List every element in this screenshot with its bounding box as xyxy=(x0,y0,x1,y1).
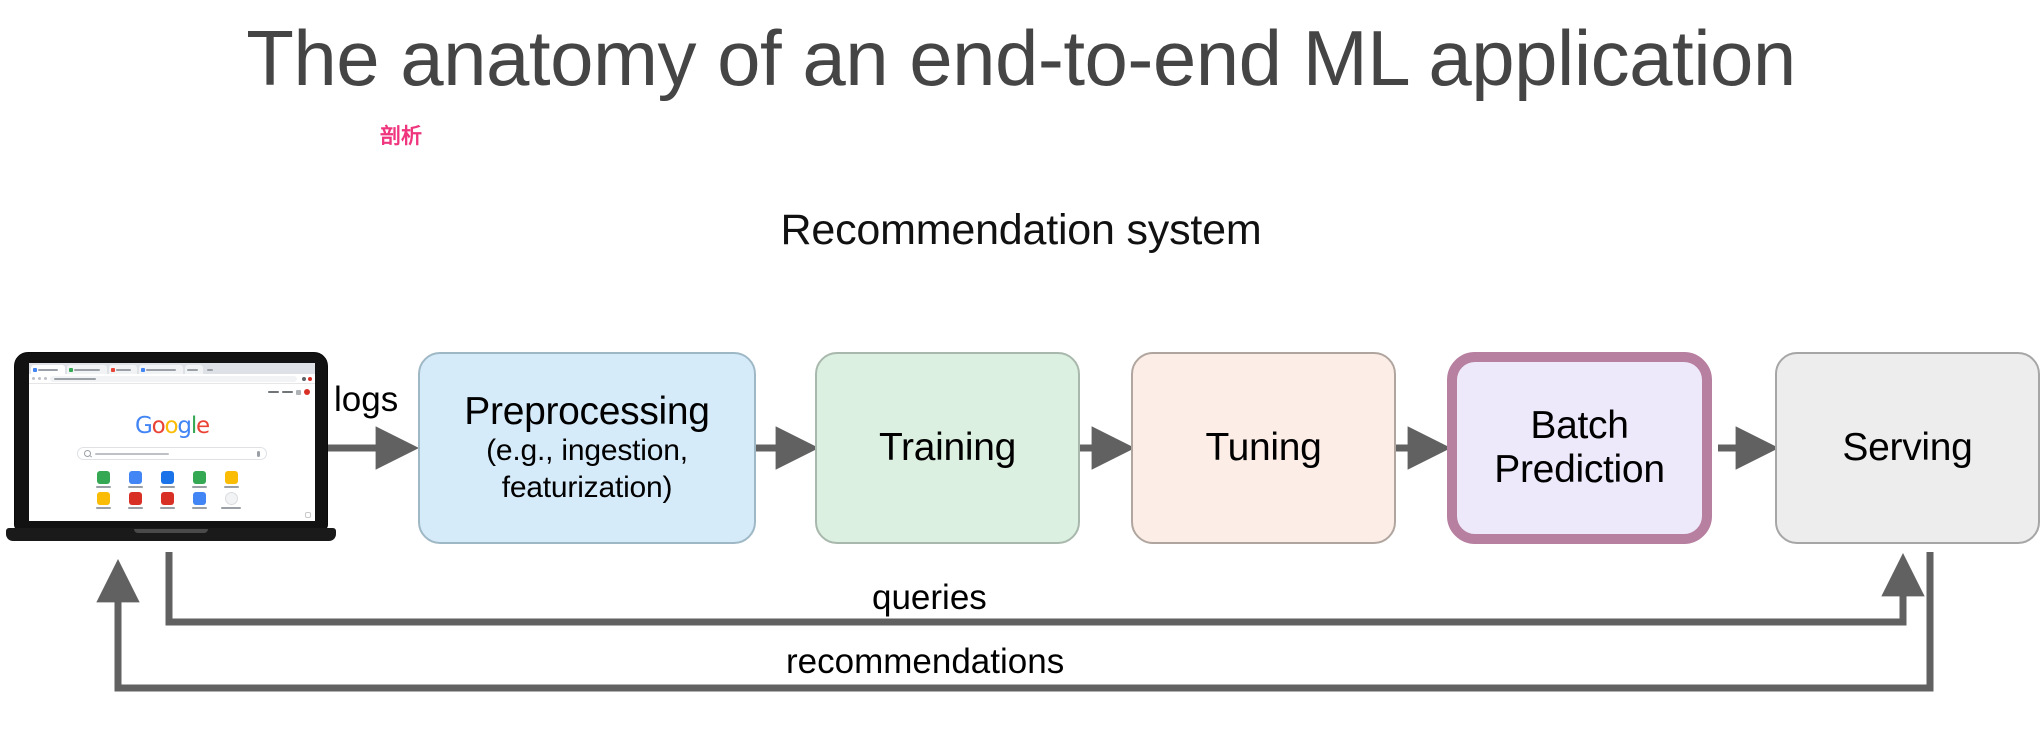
stage-training[interactable]: Training xyxy=(815,352,1080,544)
search-icon xyxy=(84,450,91,457)
laptop-screen: Google xyxy=(29,363,315,521)
new-tab-button[interactable] xyxy=(205,365,219,374)
stage-title: Tuning xyxy=(1205,426,1322,470)
browser-tab[interactable] xyxy=(139,365,183,374)
stage-preprocessing[interactable]: Preprocessing (e.g., ingestion, featuriz… xyxy=(418,352,756,544)
shortcut-tile[interactable] xyxy=(155,471,179,488)
stage-title-line2: Prediction xyxy=(1494,448,1665,491)
browser-tab[interactable] xyxy=(109,365,137,374)
browser-address-bar[interactable] xyxy=(29,374,315,384)
stage-title: Training xyxy=(878,426,1017,470)
shortcut-tile[interactable] xyxy=(187,492,211,509)
google-header-links xyxy=(268,389,310,395)
browser-tab[interactable] xyxy=(67,365,107,374)
extensions-icon[interactable] xyxy=(302,377,306,381)
stage-serving[interactable]: Serving xyxy=(1775,352,2040,544)
laptop-trackpad-notch xyxy=(134,529,208,533)
tab-title xyxy=(74,368,100,371)
stage-title: Serving xyxy=(1842,426,1973,470)
images-link[interactable] xyxy=(282,391,293,393)
back-icon[interactable] xyxy=(32,377,35,380)
apps-grid-icon[interactable] xyxy=(296,389,301,395)
edge-label-queries: queries xyxy=(872,578,987,617)
tab-title xyxy=(187,368,198,371)
stage-subtitle-line1: (e.g., ingestion, xyxy=(486,434,688,468)
search-placeholder xyxy=(95,452,169,455)
add-shortcut-button[interactable] xyxy=(219,492,243,509)
shortcut-tile[interactable] xyxy=(123,492,147,509)
stage-batch-prediction[interactable]: Batch Prediction xyxy=(1447,352,1712,544)
edge-label-recommendations: recommendations xyxy=(786,642,1065,681)
title-annotation: 剖析 xyxy=(380,125,422,148)
browser-toolbar-icons xyxy=(302,377,312,381)
google-logo: Google xyxy=(135,413,210,439)
tab-favicon-icon xyxy=(111,367,115,372)
laptop-lid: Google xyxy=(14,352,328,530)
page-subtitle: Recommendation system xyxy=(780,206,1262,254)
browser-tab[interactable] xyxy=(185,365,203,374)
google-search-box[interactable] xyxy=(77,447,267,460)
url-text xyxy=(54,377,96,380)
edge-label-logs: logs xyxy=(334,380,399,419)
forward-icon[interactable] xyxy=(38,377,41,380)
account-avatar[interactable] xyxy=(304,389,310,395)
url-input[interactable] xyxy=(50,375,297,382)
tab-favicon-icon xyxy=(141,367,145,372)
shortcut-tile[interactable] xyxy=(219,471,243,488)
tab-title xyxy=(38,368,58,371)
shortcut-tile[interactable] xyxy=(123,471,147,488)
laptop-base xyxy=(6,528,336,541)
client-laptop: Google xyxy=(6,352,336,557)
gmail-link[interactable] xyxy=(268,391,279,393)
stage-subtitle-line2: featurization) xyxy=(501,470,673,504)
customize-chrome-icon[interactable] xyxy=(305,512,311,518)
arrow-queries xyxy=(165,552,1925,626)
google-homepage: Google xyxy=(29,385,315,521)
shortcut-tiles xyxy=(91,471,253,509)
tab-favicon-icon xyxy=(33,367,37,372)
stage-title: Batch xyxy=(1530,404,1629,448)
plus-icon xyxy=(207,368,213,371)
shortcut-tile[interactable] xyxy=(91,471,115,488)
stage-title: Preprocessing xyxy=(464,389,710,433)
shortcut-tile[interactable] xyxy=(91,492,115,509)
microphone-icon[interactable] xyxy=(257,450,260,457)
browser-tab[interactable] xyxy=(31,365,65,374)
stage-tuning[interactable]: Tuning xyxy=(1131,352,1396,544)
tab-title xyxy=(146,368,176,371)
tab-favicon-icon xyxy=(69,367,73,372)
reload-icon[interactable] xyxy=(44,377,47,380)
page-title: The anatomy of an end-to-end ML applicat… xyxy=(246,14,1796,102)
search-box-content xyxy=(84,450,169,457)
shortcut-tile[interactable] xyxy=(187,471,211,488)
shortcut-tile[interactable] xyxy=(155,492,179,509)
profile-avatar[interactable] xyxy=(308,377,312,381)
arrow-recommendations xyxy=(96,552,1934,692)
tab-title xyxy=(116,368,131,371)
browser-tab-bar[interactable] xyxy=(29,363,315,374)
